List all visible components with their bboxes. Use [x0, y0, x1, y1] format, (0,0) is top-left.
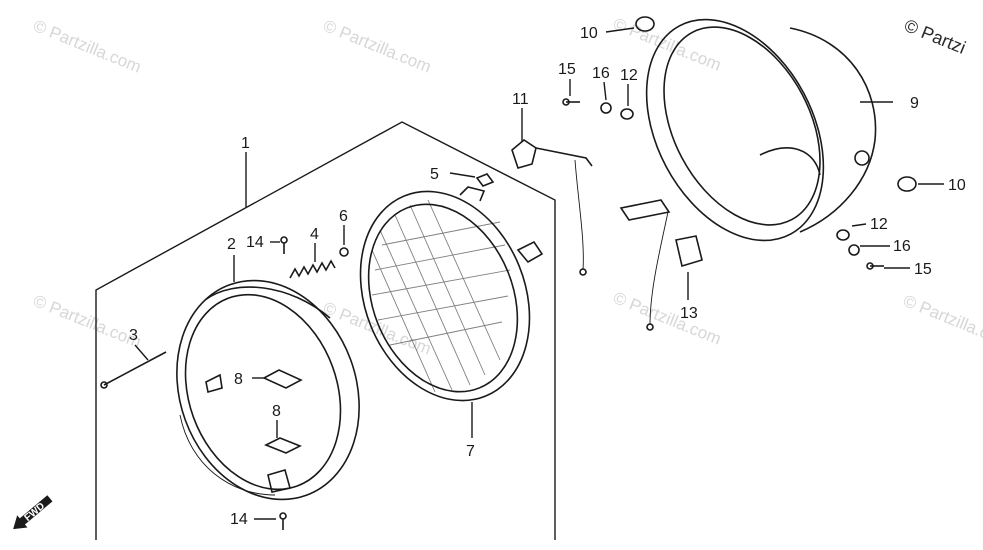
callout-12: 12	[870, 216, 888, 233]
assembly-outline	[95, 121, 556, 540]
callout-labels: 1 2 3 4 5 6 7 8 8 9 10 10 11 12 12 13 14…	[129, 25, 966, 528]
watermark: © Partzilla.com	[901, 291, 983, 352]
collar	[836, 229, 850, 241]
watermark: © Partzilla.com	[611, 288, 724, 349]
watermark: © Partzilla.com	[31, 291, 144, 352]
watermark-edge: © Partzi	[902, 15, 969, 58]
spring	[289, 259, 336, 279]
callout-14: 14	[230, 511, 248, 528]
lock-washer	[848, 244, 860, 256]
callout-1: 1	[241, 135, 250, 152]
callout-8: 8	[272, 403, 281, 420]
bolt	[562, 98, 580, 106]
watermark: © Partzilla.com	[321, 298, 434, 359]
screw	[279, 512, 287, 530]
callout-7: 7	[466, 443, 475, 460]
headlight-rim	[176, 279, 360, 501]
callout-6: 6	[339, 208, 348, 225]
bulb-socket	[619, 199, 703, 331]
mounting-plate	[264, 437, 302, 454]
watermark-layer: © Partzilla.com © Partzilla.com © Partzi…	[31, 14, 983, 359]
callout-15: 15	[914, 261, 932, 278]
callout-8: 8	[234, 371, 243, 388]
callout-16: 16	[592, 65, 610, 82]
watermark: © Partzilla.com	[31, 16, 144, 77]
callout-3: 3	[129, 327, 138, 344]
callout-15: 15	[558, 61, 576, 78]
grommet	[635, 16, 655, 32]
callout-2: 2	[227, 236, 236, 253]
forward-direction-marker: FWD	[13, 495, 53, 530]
callout-4: 4	[310, 226, 319, 243]
callout-9: 9	[910, 95, 919, 112]
callout-13: 13	[680, 305, 698, 322]
nut	[339, 247, 349, 257]
callout-10: 10	[948, 177, 966, 194]
callout-14: 14	[246, 234, 264, 251]
arrow-left-icon	[13, 495, 53, 530]
connector-bracket	[511, 139, 593, 276]
adjusting-screw	[100, 351, 167, 389]
callout-12: 12	[620, 67, 638, 84]
mounting-plate	[262, 369, 303, 389]
callout-11: 11	[512, 91, 529, 108]
screw	[280, 236, 288, 254]
leader-lines	[134, 27, 944, 520]
sealed-beam-unit	[359, 186, 544, 402]
grommet	[897, 176, 917, 192]
headlight-case	[645, 18, 877, 242]
watermark: © Partzilla.com	[321, 16, 434, 77]
lock-washer	[600, 102, 612, 114]
callout-5: 5	[430, 166, 439, 183]
clip	[475, 173, 495, 187]
callout-10: 10	[580, 25, 598, 42]
bolt	[866, 262, 884, 270]
collar	[620, 108, 634, 120]
callout-16: 16	[893, 238, 911, 255]
